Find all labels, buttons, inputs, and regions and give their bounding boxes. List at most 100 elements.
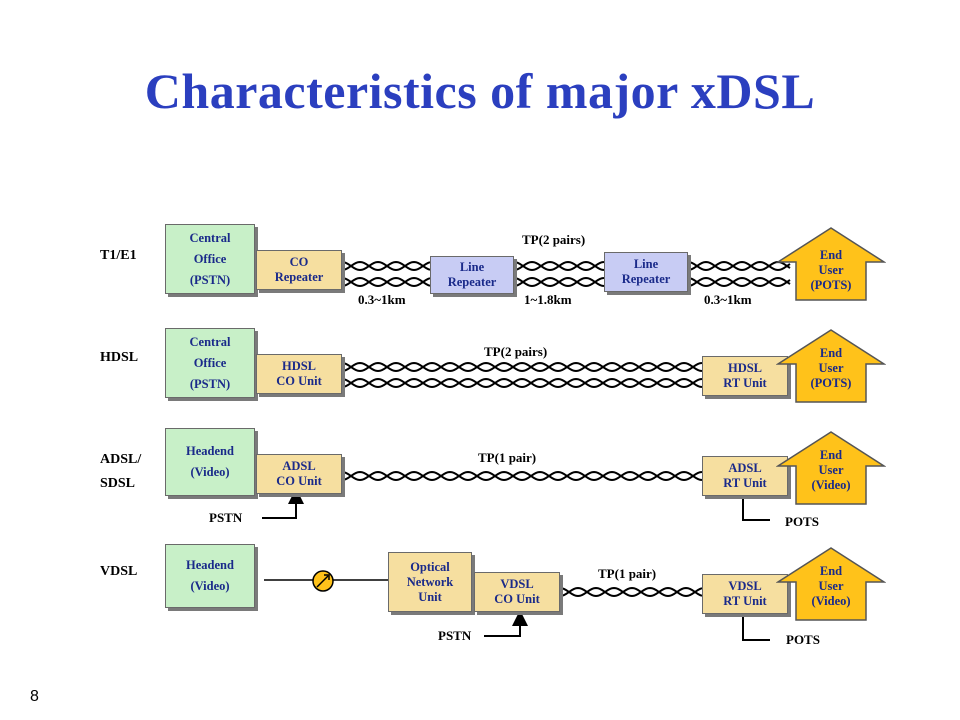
vdsl-source-line2: (Video) xyxy=(190,579,230,593)
vdsl-optical-network-unit: Optical Network Unit xyxy=(388,552,472,612)
t1e1-co-repeater: CO Repeater xyxy=(256,250,342,290)
adsl-pots-connector xyxy=(735,478,770,521)
vdsl-end-user-icon: End User (Video) xyxy=(775,546,887,622)
t1e1-source-line2: Office xyxy=(193,251,227,266)
vdsl-onu-line1: Optical xyxy=(410,559,450,574)
adsl-rt-line2: RT Unit xyxy=(723,476,767,490)
t1e1-end-user-icon: End User (POTS) xyxy=(775,226,887,302)
vdsl-pstn-label: PSTN xyxy=(438,628,472,643)
adsl-tp-label: TP(1 pair) xyxy=(478,450,537,465)
adsl-co-line1: ADSL xyxy=(282,459,316,473)
twisted-pair-cable xyxy=(341,470,703,482)
t1e1-tp-label: TP(2 pairs) xyxy=(522,232,586,247)
adsl-end-user-line3: (Video) xyxy=(811,478,851,492)
adsl-pstn-label: PSTN xyxy=(209,510,243,525)
vdsl-co-line1: VDSL xyxy=(500,577,534,591)
t1e1-co-line1: CO xyxy=(289,255,309,269)
adsl-source-line2: (Video) xyxy=(190,465,230,479)
twisted-pair-cable xyxy=(559,586,703,598)
hdsl-rt-line2: RT Unit xyxy=(723,376,767,390)
hdsl-rt-line1: HDSL xyxy=(727,361,763,375)
t1e1-line-repeater-1: Line Repeater xyxy=(430,256,514,294)
vdsl-end-user-line2: User xyxy=(818,579,844,593)
page-number: 8 xyxy=(30,688,39,705)
t1e1-co-line2: Repeater xyxy=(274,270,324,284)
twisted-pair-cable xyxy=(341,276,431,288)
t1e1-source-line1: Central xyxy=(189,230,231,245)
adsl-rt-unit: ADSL RT Unit xyxy=(702,456,788,496)
adsl-end-user-line2: User xyxy=(818,463,844,477)
row-label-hdsl: HDSL xyxy=(100,350,139,365)
hdsl-end-user-icon: End User (POTS) xyxy=(775,328,887,404)
twisted-pair-cable xyxy=(341,470,703,482)
vdsl-co-line2: CO Unit xyxy=(494,592,540,606)
twisted-pair-cable xyxy=(341,361,703,373)
twisted-pair-cable xyxy=(559,586,703,598)
hdsl-source-line2: Office xyxy=(193,355,227,370)
vdsl-pstn-connector xyxy=(484,610,528,637)
vdsl-end-user-line3: (Video) xyxy=(811,594,851,608)
t1e1-rep1-line2: Repeater xyxy=(447,275,497,289)
adsl-headend: Headend (Video) xyxy=(165,428,255,496)
t1e1-rep2-line2: Repeater xyxy=(621,272,671,286)
adsl-source-line1: Headend xyxy=(186,444,234,458)
hdsl-end-user-line2: User xyxy=(818,361,844,375)
vdsl-onu-line2: Network xyxy=(406,574,454,589)
vdsl-source-line1: Headend xyxy=(186,558,234,572)
t1e1-end-user-line3: (POTS) xyxy=(810,278,852,292)
page-title: Characteristics of major xDSL xyxy=(144,63,816,119)
vdsl-co-unit: VDSL CO Unit xyxy=(474,572,560,612)
t1e1-rep1-line1: Line xyxy=(459,260,485,274)
t1e1-dist-2: 1~1.8km xyxy=(524,292,572,307)
vdsl-rt-line2: RT Unit xyxy=(723,594,767,608)
hdsl-tp-label: TP(2 pairs) xyxy=(484,344,548,359)
hdsl-source-line1: Central xyxy=(189,334,231,349)
twisted-pair-cable xyxy=(513,260,605,272)
adsl-pstn-connector xyxy=(262,488,304,519)
t1e1-rep2-line1: Line xyxy=(633,257,659,271)
twisted-pair-cable xyxy=(687,276,791,288)
twisted-pair-cable xyxy=(687,260,791,272)
twisted-pair-cable xyxy=(687,260,791,272)
vdsl-rt-unit: VDSL RT Unit xyxy=(702,574,788,614)
twisted-pair-cable xyxy=(687,276,791,288)
t1e1-source-line3: (PSTN) xyxy=(189,272,231,287)
t1e1-central-office: Central Office (PSTN) xyxy=(165,224,255,294)
twisted-pair-cable xyxy=(513,276,605,288)
t1e1-end-user-line1: End xyxy=(819,248,843,262)
adsl-co-unit: ADSL CO Unit xyxy=(256,454,342,494)
hdsl-source-line3: (PSTN) xyxy=(189,376,231,391)
vdsl-tp-label: TP(1 pair) xyxy=(598,566,657,581)
hdsl-end-user-line3: (POTS) xyxy=(810,376,852,390)
row-label-adsl-line1: ADSL/ xyxy=(100,452,142,467)
t1e1-end-user-line2: User xyxy=(818,263,844,277)
vdsl-end-user-line1: End xyxy=(819,564,843,578)
adsl-end-user-line1: End xyxy=(819,448,843,462)
twisted-pair-cable xyxy=(341,276,431,288)
optical-transceiver-icon xyxy=(312,570,334,592)
vdsl-pots-connector xyxy=(735,598,770,641)
hdsl-rt-unit: HDSL RT Unit xyxy=(702,356,788,396)
vdsl-rt-line1: VDSL xyxy=(728,579,762,593)
t1e1-line-repeater-2: Line Repeater xyxy=(604,252,688,292)
hdsl-central-office: Central Office (PSTN) xyxy=(165,328,255,398)
t1e1-dist-1: 0.3~1km xyxy=(358,292,406,307)
row-label-vdsl: VDSL xyxy=(100,564,138,579)
vdsl-onu-line3: Unit xyxy=(418,589,442,604)
hdsl-end-user-line1: End xyxy=(819,346,843,360)
hdsl-co-unit: HDSL CO Unit xyxy=(256,354,342,394)
row-label-t1e1: T1/E1 xyxy=(100,248,137,263)
vdsl-headend: Headend (Video) xyxy=(165,544,255,608)
hdsl-co-line1: HDSL xyxy=(281,359,317,373)
twisted-pair-cable xyxy=(341,377,703,389)
twisted-pair-cable xyxy=(341,377,703,389)
vdsl-pots-label: POTS xyxy=(786,632,820,647)
twisted-pair-cable xyxy=(341,260,431,272)
t1e1-dist-3: 0.3~1km xyxy=(704,292,752,307)
hdsl-co-line2: CO Unit xyxy=(276,374,322,388)
twisted-pair-cable xyxy=(341,361,703,373)
row-label-adsl: ADSL/ SDSL xyxy=(100,448,141,496)
adsl-pots-label: POTS xyxy=(785,514,819,529)
adsl-co-line2: CO Unit xyxy=(276,474,322,488)
